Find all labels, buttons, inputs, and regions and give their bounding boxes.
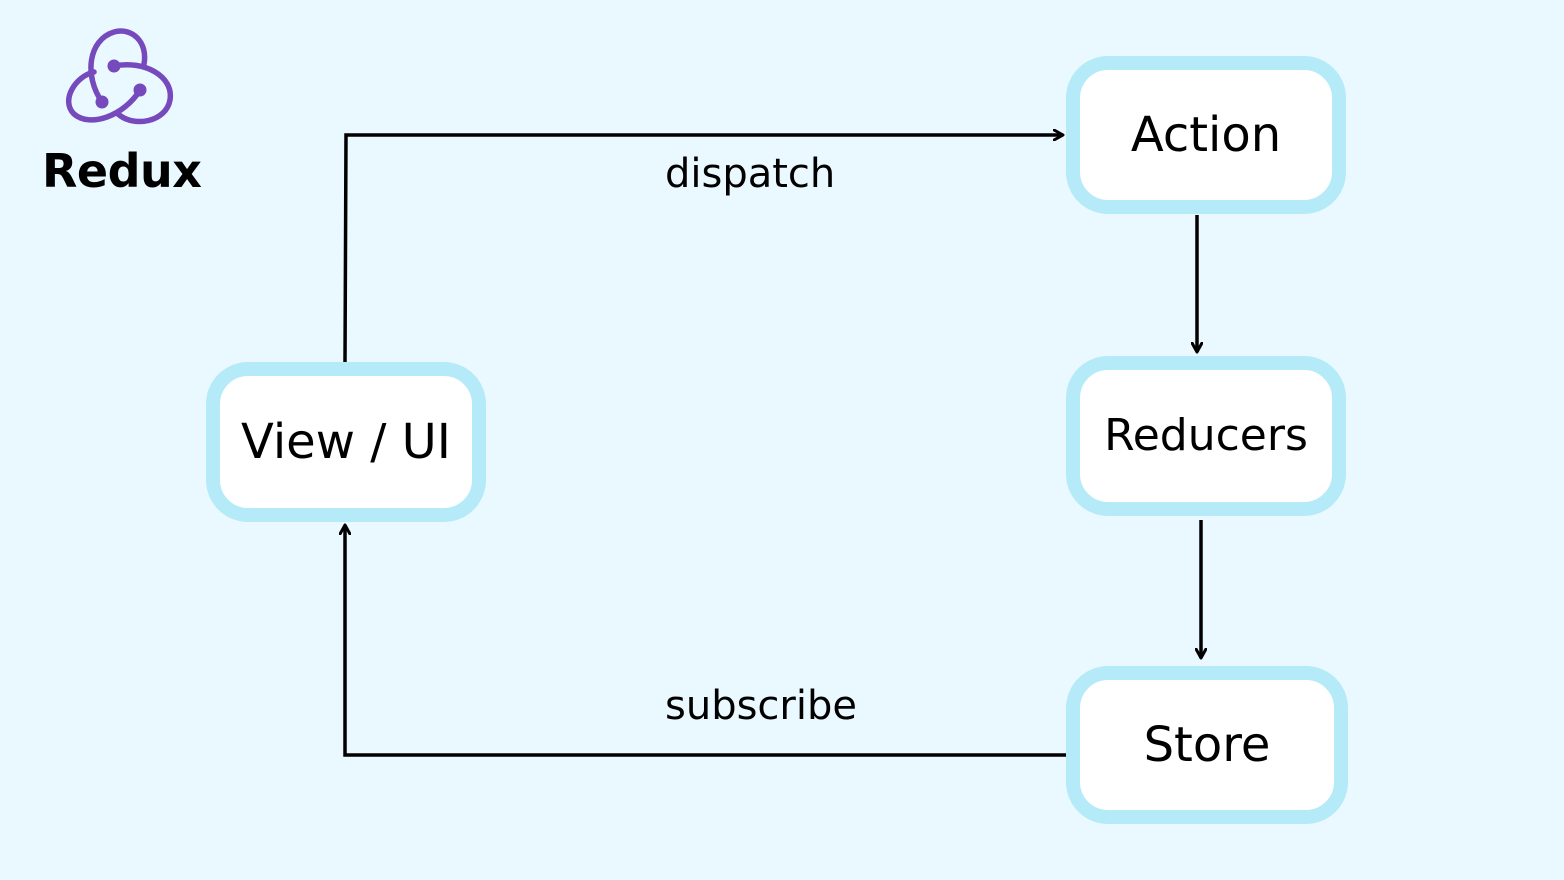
dispatch-arrow [343, 135, 1063, 363]
subscribe-arrow [345, 525, 1066, 757]
action-node: Action [1066, 56, 1346, 214]
view-ui-node: View / UI [206, 362, 486, 522]
dispatch-label: dispatch [665, 151, 836, 197]
subscribe-label: subscribe [665, 683, 857, 729]
brand-title: Redux [42, 144, 202, 198]
store-label: Store [1143, 717, 1271, 773]
store-node: Store [1066, 666, 1348, 824]
action-label: Action [1130, 107, 1282, 163]
view-ui-label: View / UI [241, 414, 451, 470]
reducers-node: Reducers [1066, 356, 1346, 516]
redux-logo-icon [66, 28, 173, 125]
reducers-label: Reducers [1104, 410, 1308, 461]
